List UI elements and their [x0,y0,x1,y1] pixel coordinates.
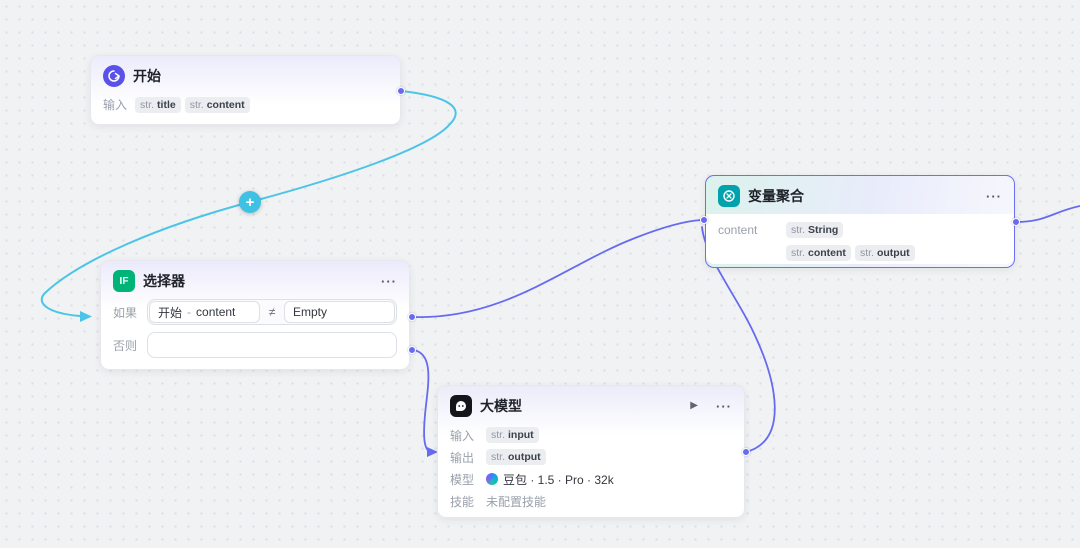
start-input-row: 输入 str.title str.content [91,96,400,113]
add-node-button[interactable]: + [239,191,261,213]
start-tag-title: str.title [135,96,181,113]
selector-if-label: 如果 [113,305,138,320]
aggregate-icon [718,185,740,207]
llm-more-icon[interactable]: ··· [716,398,732,414]
node-llm[interactable]: 大模型 ▶ ··· 输入 str.input 输出 str.output 模型 … [437,385,745,518]
aggregate-body: content str.String str.content str.outpu… [706,214,1014,264]
node-start[interactable]: 开始 输入 str.title str.content [90,55,401,125]
edge-aggregate-out[interactable] [1015,205,1080,223]
edge-else-to-llm[interactable] [412,349,431,453]
aggregate-var-content-tag: str.content [786,244,851,261]
node-selector[interactable]: IF 选择器 ··· 如果 开始 - content ≠ Empty 否则 [100,260,410,370]
edge-arrow-llm [427,447,438,457]
aggregate-input-port[interactable] [700,216,708,224]
llm-output-port[interactable] [742,448,750,456]
model-logo-icon [486,473,498,485]
llm-skill-value: 未配置技能 [486,494,547,509]
selector-if-row: 如果 开始 - content ≠ Empty [101,299,409,325]
if-icon: IF [113,270,135,292]
llm-skill-row: 技能 未配置技能 [450,494,547,509]
llm-doubao-icon [450,395,472,417]
condition-left-input[interactable]: 开始 - content [149,301,260,323]
aggregate-type-tag: str.String [786,221,844,238]
selector-else-label: 否则 [113,338,138,353]
llm-input-row: 输入 str.input [438,424,744,446]
aggregate-header: 变量聚合 ··· [706,176,1014,214]
llm-input-tag: str.input [486,427,539,443]
edge-arrow-selector [80,311,92,322]
llm-header: 大模型 ▶ ··· [438,386,744,424]
llm-title: 大模型 [480,398,522,414]
node-aggregate[interactable]: 变量聚合 ··· content str.String str.content … [705,175,1015,268]
llm-output-tag: str.output [486,449,546,465]
llm-model-value: 豆包 · 1.5 · Pro · 32k [503,472,614,487]
start-icon [103,65,125,87]
aggregate-output-port[interactable] [1012,218,1020,226]
aggregate-vars-row: str.content str.output [706,241,1014,264]
start-input-label: 输入 [103,98,128,112]
start-title: 开始 [133,68,161,84]
selector-more-icon[interactable]: ··· [381,273,397,289]
condition-box: 开始 - content ≠ Empty [147,299,397,325]
aggregate-title: 变量聚合 [748,188,804,204]
aggregate-var-output-tag: str.output [854,244,915,261]
else-empty-box[interactable] [147,332,397,358]
condition-right-input[interactable]: Empty [284,301,395,323]
aggregate-group-row: content str.String [706,218,1014,241]
selector-else-output-port[interactable] [408,346,416,354]
selector-title: 选择器 [143,273,185,289]
aggregate-group-label: content [718,222,758,237]
llm-model-row: 模型 豆包 · 1.5 · Pro · 32k [450,472,614,487]
llm-output-row: 输出 str.output [438,446,744,468]
selector-if-output-port[interactable] [408,313,416,321]
start-output-port[interactable] [397,87,405,95]
start-header: 开始 [91,56,400,94]
selector-else-row: 否则 [101,332,409,358]
aggregate-more-icon[interactable]: ··· [986,188,1002,204]
llm-run-icon[interactable]: ▶ [690,400,698,411]
condition-operator[interactable]: ≠ [268,305,276,319]
start-tag-content: str.content [184,96,250,113]
edge-if-to-aggregate[interactable] [412,219,702,318]
selector-header: IF 选择器 ··· [101,261,409,299]
